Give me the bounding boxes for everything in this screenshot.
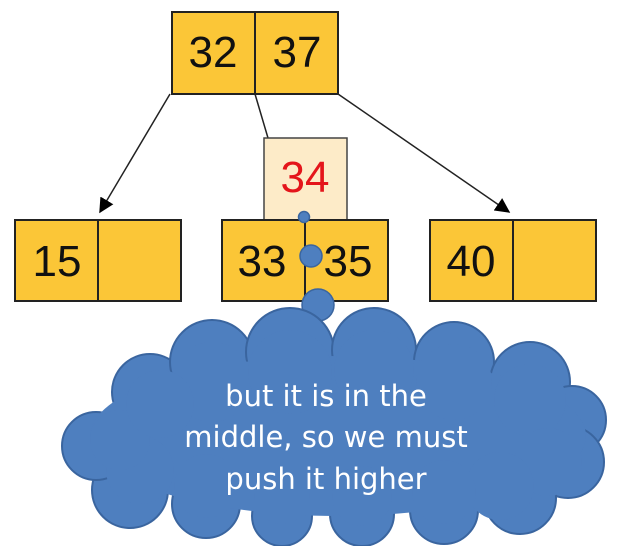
edge-root-to-left-leaf — [99, 93, 171, 214]
cloud-callout: but it is in the middle, so we must push… — [61, 307, 607, 546]
callout-line-2: middle, so we must — [184, 420, 467, 454]
leaf-right-key-1: 40 — [447, 237, 496, 286]
callout-line-1: but it is in the — [225, 379, 427, 413]
leaf-middle-key-1: 33 — [238, 237, 287, 286]
inserted-key: 34 — [281, 153, 330, 202]
leaf-left-key-1: 15 — [33, 237, 82, 286]
root-node: 32 37 — [171, 11, 339, 95]
thought-dot-small — [297, 210, 311, 224]
edge-root-to-right-leaf — [337, 93, 511, 213]
leaf-node-middle: 33 35 — [221, 219, 389, 302]
leaf-node-right: 40 — [429, 219, 597, 302]
root-key-2: 37 — [273, 28, 322, 77]
leaf-node-left: 15 — [14, 219, 182, 302]
thought-dot-medium — [299, 244, 323, 268]
root-key-1: 32 — [189, 28, 238, 77]
edge-root-to-inserted-key — [254, 93, 269, 139]
leaf-middle-key-2: 35 — [324, 237, 373, 286]
callout-line-3: push it higher — [225, 462, 426, 496]
inserted-key-box: 34 — [263, 137, 348, 221]
